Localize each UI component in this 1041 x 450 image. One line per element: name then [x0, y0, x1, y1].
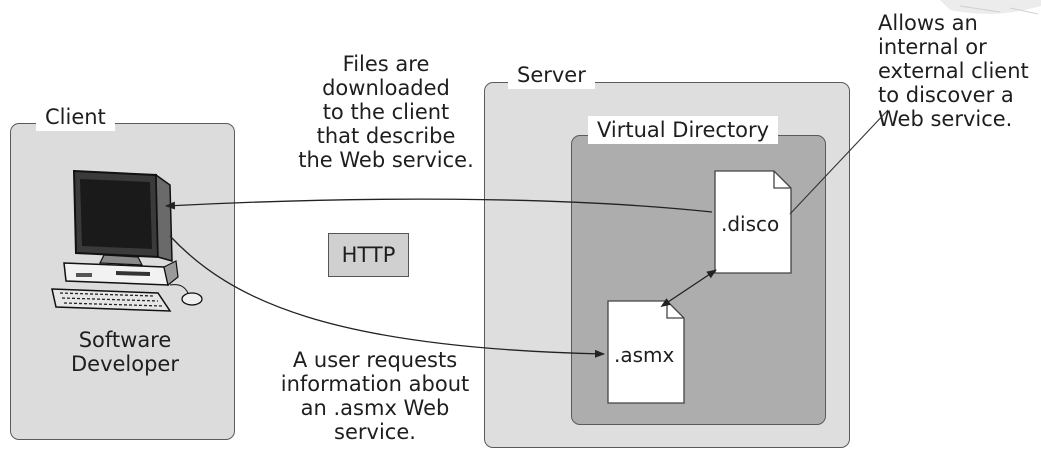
- developer-label-line: Software: [78, 328, 172, 352]
- note-line: Web service.: [878, 107, 1013, 131]
- asmx-document-icon: [607, 300, 685, 404]
- note-line: Files are: [342, 52, 430, 76]
- server-title: Server: [508, 61, 595, 89]
- discovery-note: Allows an internal or external client to…: [878, 11, 1038, 131]
- virtual-directory-title: Virtual Directory: [588, 116, 779, 144]
- corner-decoration: [940, 0, 1041, 15]
- client-title: Client: [36, 103, 115, 131]
- disco-document-icon: [714, 170, 792, 274]
- note-line: an .asmx Web: [300, 396, 450, 420]
- note-line: that describe: [316, 124, 456, 148]
- link-arrow: [660, 269, 717, 307]
- note-line: the Web service.: [298, 148, 474, 172]
- note-line: to discover a: [878, 83, 1014, 107]
- note-line: service.: [334, 420, 416, 444]
- note-line: A user requests: [292, 348, 458, 372]
- asmx-file-label: .asmx: [614, 343, 675, 367]
- note-line: downloaded: [322, 76, 450, 100]
- note-line: to the client: [322, 100, 450, 124]
- disco-file-label: .disco: [721, 212, 780, 236]
- user-request-note: A user requests information about an .as…: [265, 348, 485, 444]
- software-developer-label: Software Developer: [30, 328, 220, 376]
- download-arrow: [165, 198, 713, 213]
- http-protocol-label: HTTP: [328, 233, 409, 277]
- note-line: external client: [878, 59, 1029, 83]
- note-line: Allows an: [878, 11, 978, 35]
- leader-line: [789, 109, 889, 215]
- note-line: internal or: [878, 35, 987, 59]
- request-arrow: [169, 235, 605, 358]
- developer-label-line: Developer: [70, 352, 179, 376]
- note-line: information about: [280, 372, 470, 396]
- files-downloaded-note: Files are downloaded to the client that …: [276, 52, 496, 172]
- desktop-computer-icon: [51, 169, 203, 312]
